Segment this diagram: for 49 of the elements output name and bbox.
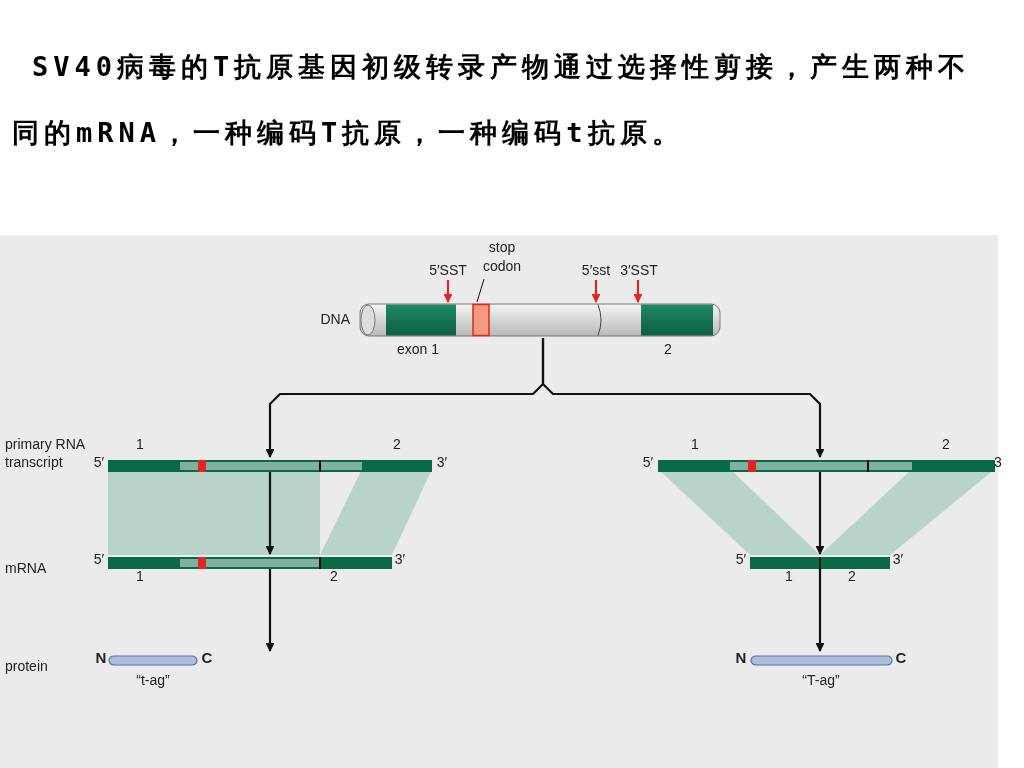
rna-strand <box>108 458 432 470</box>
arrow <box>633 280 643 303</box>
arrow <box>265 568 275 652</box>
row-label: primary RNA transcript <box>5 436 85 471</box>
strand-label: 2 <box>330 569 338 585</box>
row-label: protein <box>5 658 49 676</box>
arrow <box>265 471 275 555</box>
strand-label: 1 <box>785 569 793 585</box>
protein-bar <box>108 652 198 663</box>
rna-strand <box>658 458 995 470</box>
terminus-label: “T-ag” <box>802 673 840 689</box>
arrow <box>815 471 825 555</box>
strand-label: exon 1 <box>397 342 439 358</box>
arrow <box>815 568 825 652</box>
strand-label: 3′ <box>394 552 406 568</box>
arrow <box>591 280 601 303</box>
dna-label: DNA <box>320 312 350 328</box>
strand-label: 3′ <box>892 552 904 568</box>
terminus-label: N <box>735 649 747 667</box>
dna-cylinder <box>358 303 722 337</box>
terminus-label: C <box>201 649 213 667</box>
protein-bar <box>750 652 893 663</box>
leader-line <box>476 278 485 303</box>
site-label: 5′SST <box>423 261 473 279</box>
strand-label: 2 <box>393 437 401 453</box>
terminus-label: N <box>95 649 107 667</box>
strand-label: 1 <box>691 437 699 453</box>
strand-label: 1 <box>136 569 144 585</box>
strand-label: 3′ <box>436 455 448 471</box>
row-label: mRNA <box>5 560 48 578</box>
terminus-label: “t-ag” <box>136 673 170 689</box>
arrow <box>443 280 453 303</box>
strand-label: 2 <box>848 569 856 585</box>
strand-label: 5′ <box>93 552 105 568</box>
arrow <box>541 338 825 458</box>
heading: SV40病毒的T抗原基因初级转录产物通过选择性剪接，产生两种不同的mRNA，一种编码T抗原，一种编码t抗原。 <box>12 50 972 150</box>
strand-label: 2 <box>942 437 950 453</box>
strand-label: 2 <box>664 342 672 358</box>
site-label: 5′sst <box>575 261 617 279</box>
rna-strand <box>108 555 392 567</box>
strand-label: 5′ <box>93 455 105 471</box>
strand-label: 5′ <box>735 552 747 568</box>
site-label: 3′SST <box>616 261 662 279</box>
site-label: stop codon <box>476 238 528 278</box>
terminus-label: C <box>895 649 907 667</box>
strand-label: 3 <box>994 455 1002 471</box>
strand-label: 1 <box>136 437 144 453</box>
rna-strand <box>750 555 890 567</box>
strand-label: 5′ <box>642 455 654 471</box>
